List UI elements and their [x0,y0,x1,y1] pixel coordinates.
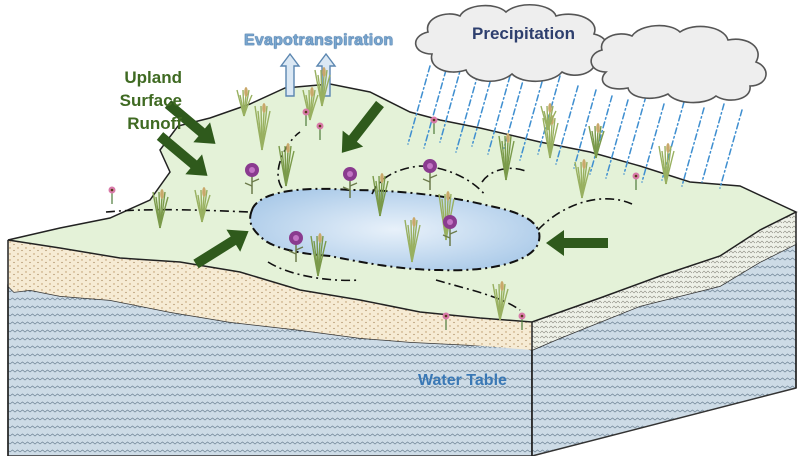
evapotranspiration-label: Evapotranspiration [244,32,394,49]
grass-clump [658,143,675,185]
thistle-icon [288,231,304,262]
grass-clump [574,159,591,199]
grass-clump [498,133,515,181]
evapotranspiration-arrow [279,52,301,97]
rain-streak [519,81,543,161]
cloud-icon-2 [590,24,767,104]
upland-runoff-line-2: Surface [119,91,182,110]
thistle-icon [442,215,458,246]
upland-runoff-line-1: Upland [124,68,182,87]
upland-runoff-label: Upland Surface Runoff [92,66,182,135]
front-face-sand [8,240,532,350]
rain-streak [641,103,665,183]
grass-clump [302,87,319,121]
inflow-arrow [546,230,608,256]
inflow-arrow [156,132,208,176]
upland-runoff-line-3: Runoff [127,114,182,133]
coneflower-icon [316,122,324,140]
inflow-arrow [164,100,216,144]
coneflower-icon [518,312,526,330]
side-face-topsoil [532,212,796,350]
coneflower-icon [632,172,640,190]
cloud-icon [414,4,609,83]
rain-streak [487,75,511,155]
rain-streak [455,73,479,153]
grass-clump [540,103,557,131]
grass-clump [404,217,421,263]
rain-streak [605,99,629,179]
grass-clump [314,67,331,107]
thistle-icon [422,159,438,190]
rain-streak [701,103,725,183]
rain-streak [681,107,705,187]
pond [249,187,541,272]
inflow-arrow [193,229,249,269]
grass-clump [588,123,605,159]
rain-streak [623,95,647,175]
grass-clump [194,187,211,223]
inflow-arrow [341,100,384,153]
thistle-icon [244,163,260,194]
coneflower-icon [108,186,116,204]
thistle-icon [342,167,358,198]
coneflower-icon [430,116,438,134]
grass-clump [492,281,509,321]
rain-streak [439,63,463,143]
water-table-label: Water Table [418,372,507,389]
coneflower-icon [442,312,450,330]
grass-clump [236,87,253,117]
grass-clump [372,173,389,217]
grass-clump [278,143,295,187]
rain-streak [423,69,447,149]
coneflower-icon [302,108,310,126]
rain-streak [407,65,431,145]
rain-streak [573,89,597,169]
grass-clump [152,189,169,229]
rain-streak [719,109,743,189]
contour-lines [105,131,633,311]
grass-clump [310,233,327,277]
rain-streak [555,85,579,165]
grass-clump [254,103,271,151]
precipitation-label: Precipitation [472,24,575,43]
vegetation [108,67,675,330]
inflow-arrows [156,100,608,269]
rain-streak [589,95,613,175]
